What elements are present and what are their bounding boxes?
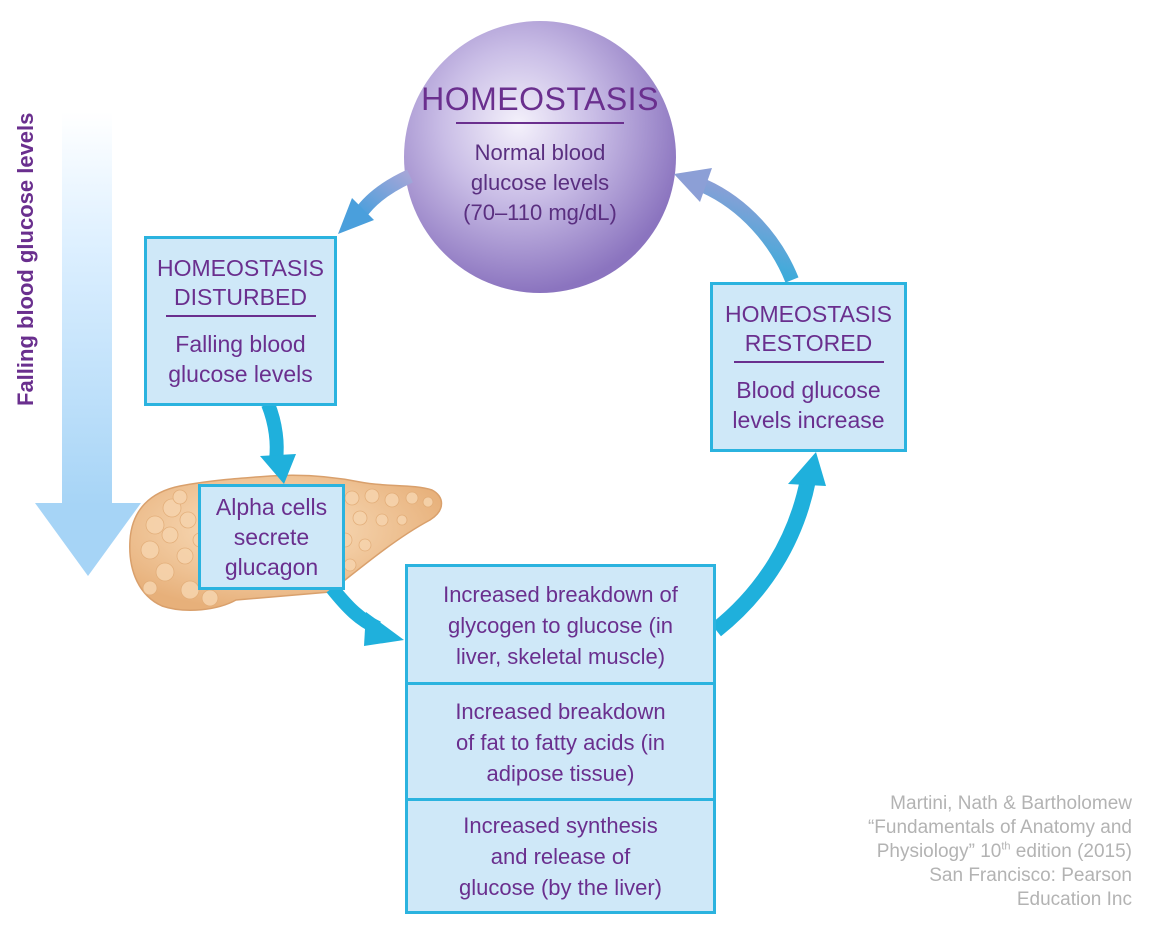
cycle-arrow-icon — [711, 452, 826, 637]
credit-line: Martini, Nath & Bartholomew — [890, 793, 1132, 814]
effect-fat-breakdown: Increased breakdown of fat to fatty acid… — [408, 685, 713, 799]
text-line: glucagon — [224, 554, 319, 580]
text-line: secrete — [233, 524, 310, 550]
credit-superscript: th — [1001, 840, 1011, 853]
cycle-arrow-icon — [674, 168, 799, 283]
text-line: glucose levels — [470, 170, 610, 195]
cycle-arrow-icon — [260, 401, 296, 484]
text-line: liver, skeletal muscle) — [455, 643, 666, 669]
text-line: Increased breakdown of — [443, 581, 678, 607]
credit-line: “Fundamentals of Anatomy and — [867, 817, 1132, 838]
title-underline — [456, 122, 624, 124]
box-description: Falling blood glucose levels — [168, 329, 312, 389]
text-line: HOMEOSTASIS — [157, 254, 324, 281]
text-line: RESTORED — [744, 329, 873, 356]
glucagon-effects-stack: Increased breakdown of glycogen to gluco… — [405, 564, 716, 914]
credit-text: edition (2015) — [1010, 841, 1132, 862]
text-line: glucose levels — [168, 360, 313, 387]
cycle-arrow-icon — [338, 169, 413, 234]
box-heading: HOMEOSTASIS RESTORED — [725, 300, 892, 358]
text-line: Increased breakdown — [455, 698, 666, 724]
credit-line: Physiology” 10th edition (2015) — [812, 840, 1132, 864]
stack-divider — [408, 682, 713, 685]
homeostasis-text: HOMEOSTASIS Normal blood glucose levels … — [405, 80, 675, 228]
heading-underline — [165, 314, 316, 317]
homeostasis-circle — [404, 21, 676, 293]
text-line: Increased synthesis — [463, 812, 658, 838]
credit-line: Education Inc — [1016, 889, 1132, 910]
text-line: levels increase — [732, 406, 885, 433]
credit-text: Physiology” 10 — [876, 841, 1002, 862]
text-line: Normal blood — [474, 140, 606, 165]
effect-glycogen-breakdown: Increased breakdown of glycogen to gluco… — [408, 567, 713, 683]
text-line: HOMEOSTASIS — [725, 300, 892, 327]
homeostasis-title: HOMEOSTASIS — [421, 81, 659, 117]
text-line: (70–110 mg/dL) — [463, 200, 617, 225]
homeostasis-description: Normal blood glucose levels (70–110 mg/d… — [405, 138, 675, 228]
box-description: Blood glucose levels increase — [732, 375, 884, 435]
falling-glucose-side-label: Falling blood glucose levels — [13, 112, 38, 406]
source-credit: Martini, Nath & Bartholomew “Fundamental… — [812, 792, 1132, 912]
homeostasis-restored-box: HOMEOSTASIS RESTORED Blood glucose level… — [710, 282, 907, 452]
text-line: DISTURBED — [174, 283, 307, 310]
text-line: of fat to fatty acids (in — [455, 729, 666, 755]
heading-underline — [733, 360, 884, 363]
alpha-cells-box: Alpha cells secrete glucagon — [198, 484, 345, 590]
text-line: Blood glucose — [736, 376, 881, 403]
credit-line: San Francisco: Pearson — [929, 865, 1132, 886]
text-line: adipose tissue) — [486, 760, 635, 786]
text-line: glycogen to glucose (in — [447, 612, 673, 638]
text-line: glucose (by the liver) — [459, 874, 662, 900]
homeostasis-disturbed-box: HOMEOSTASIS DISTURBED Falling blood gluc… — [144, 236, 337, 406]
cycle-arrow-icon — [326, 583, 404, 646]
text-line: and release of — [490, 843, 631, 869]
box-heading: HOMEOSTASIS DISTURBED — [157, 254, 324, 312]
effect-glucose-synthesis: Increased synthesis and release of gluco… — [408, 801, 713, 911]
down-arrow-icon — [35, 112, 141, 576]
stack-divider — [408, 798, 713, 801]
text-line: Falling blood — [175, 330, 306, 357]
text-line: Alpha cells — [215, 494, 328, 520]
